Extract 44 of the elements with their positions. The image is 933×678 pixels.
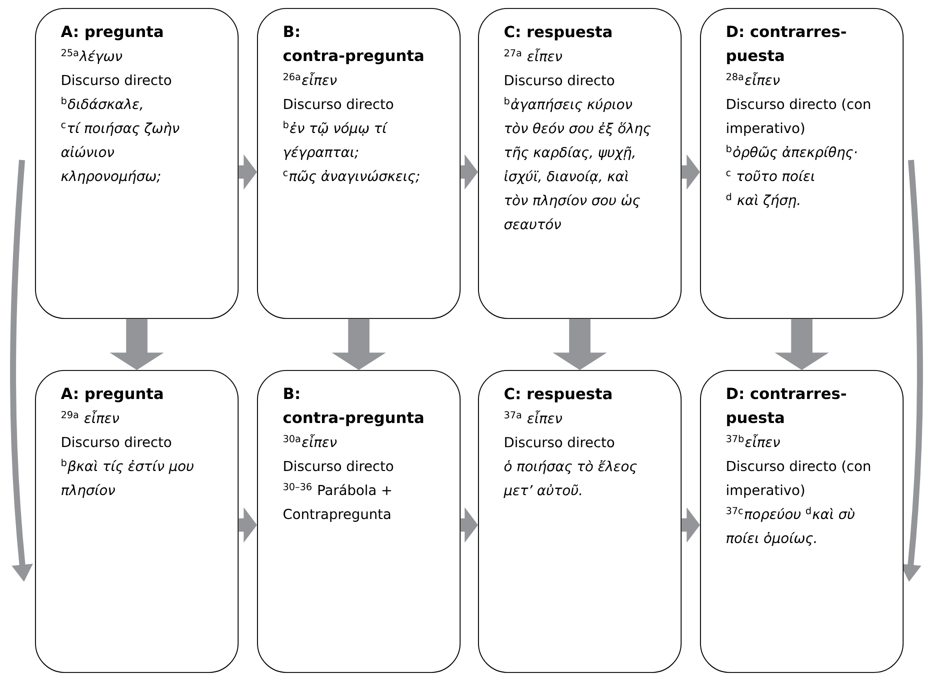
box-text: Discurso directo bbox=[284, 460, 394, 472]
box-heading: D: contrarres-puesta bbox=[727, 26, 846, 64]
box-text: $^{27a}$ εἶπεν bbox=[504, 48, 562, 62]
box-text: Discurso directo bbox=[62, 436, 172, 448]
box-text: $^{25a}$λέγων bbox=[62, 49, 122, 64]
dialogue-box bbox=[478, 8, 682, 319]
box-heading: B: contra-pregunta bbox=[283, 26, 424, 64]
box-text: $^{37a}$ εἶπεν bbox=[504, 410, 562, 424]
box-text: Discurso directo (con imperativo) bbox=[727, 460, 870, 498]
box-text: $^{d}$ καὶ ζήσῃ. bbox=[726, 192, 800, 208]
box-text: $^{37c}$πορεύου $^{d}$καὶ σὺ ποίει ὁμοίως. bbox=[726, 506, 854, 546]
box-text: $^{b}$διδάσκαλε, bbox=[62, 96, 142, 111]
box-text: Discurso directo bbox=[62, 74, 172, 86]
box-heading: A: pregunta bbox=[60, 26, 163, 40]
box-text: $^{30a}$εἶπεν bbox=[284, 434, 337, 448]
box-heading: C: respuesta bbox=[504, 388, 612, 402]
box-text: ὁ ποιήσας τὸ ἔλεος μετ’ αὐτοῦ. bbox=[504, 460, 637, 498]
box-heading: C: respuesta bbox=[504, 26, 612, 40]
box-text: $^{b}$ἀγαπήσεις κύριον τὸν θεόν σου ἐξ ὅλης τῆς καρδίας, ψυχῇ, ἰσχύϊ, διανοίᾳ, καὶ τὸν πλησίον σου ὡς σεαυτόν bbox=[504, 97, 651, 230]
box-text: $^{28a}$εἶπεν bbox=[726, 72, 780, 86]
box-text: $^{b}$ἐν τῷ νόμῳ τί γέγραπται; bbox=[284, 120, 388, 160]
dialogue-box bbox=[700, 8, 904, 319]
dialogue-box bbox=[35, 8, 239, 319]
box-text: Discurso directo bbox=[505, 436, 614, 448]
dialogue-box bbox=[700, 370, 904, 673]
box-text: $^{b}$βκαὶ τίς ἐστίν μου πλησίον bbox=[62, 458, 194, 498]
box-text: Discurso directo bbox=[505, 74, 614, 86]
dialogue-box bbox=[478, 370, 682, 673]
box-text: Discurso directo bbox=[284, 98, 394, 110]
box-heading: B: contra-pregunta bbox=[283, 388, 424, 426]
box-text: $^{29a}$ εἶπεν bbox=[62, 410, 119, 424]
box-text: $^{30–36}$ Parábola + Contrapregunta bbox=[284, 483, 392, 522]
box-text: $^{26a}$εἶπεν bbox=[284, 72, 337, 86]
box-text: $^{c}$πῶς ἀναγινώσκεις; bbox=[283, 170, 420, 184]
dialogue-box bbox=[257, 370, 461, 673]
box-heading: D: contrarres-puesta bbox=[727, 388, 846, 426]
box-text: $^{c}$ τοῦτο ποίει bbox=[726, 170, 814, 182]
box-text: $^{c}$τί ποιήσας ζωὴν αἰώνιον κληρονομήσω; bbox=[61, 122, 180, 184]
dialogue-box bbox=[257, 8, 461, 319]
box-text: $^{37b}$εἶπεν bbox=[726, 434, 780, 448]
box-heading: A: pregunta bbox=[60, 388, 163, 402]
dialogue-box bbox=[35, 370, 239, 673]
box-text: $^{b}$ὀρθῶς ἀπεκρίθης· bbox=[726, 144, 857, 160]
box-text: Discurso directo (con imperativo) bbox=[727, 98, 870, 136]
